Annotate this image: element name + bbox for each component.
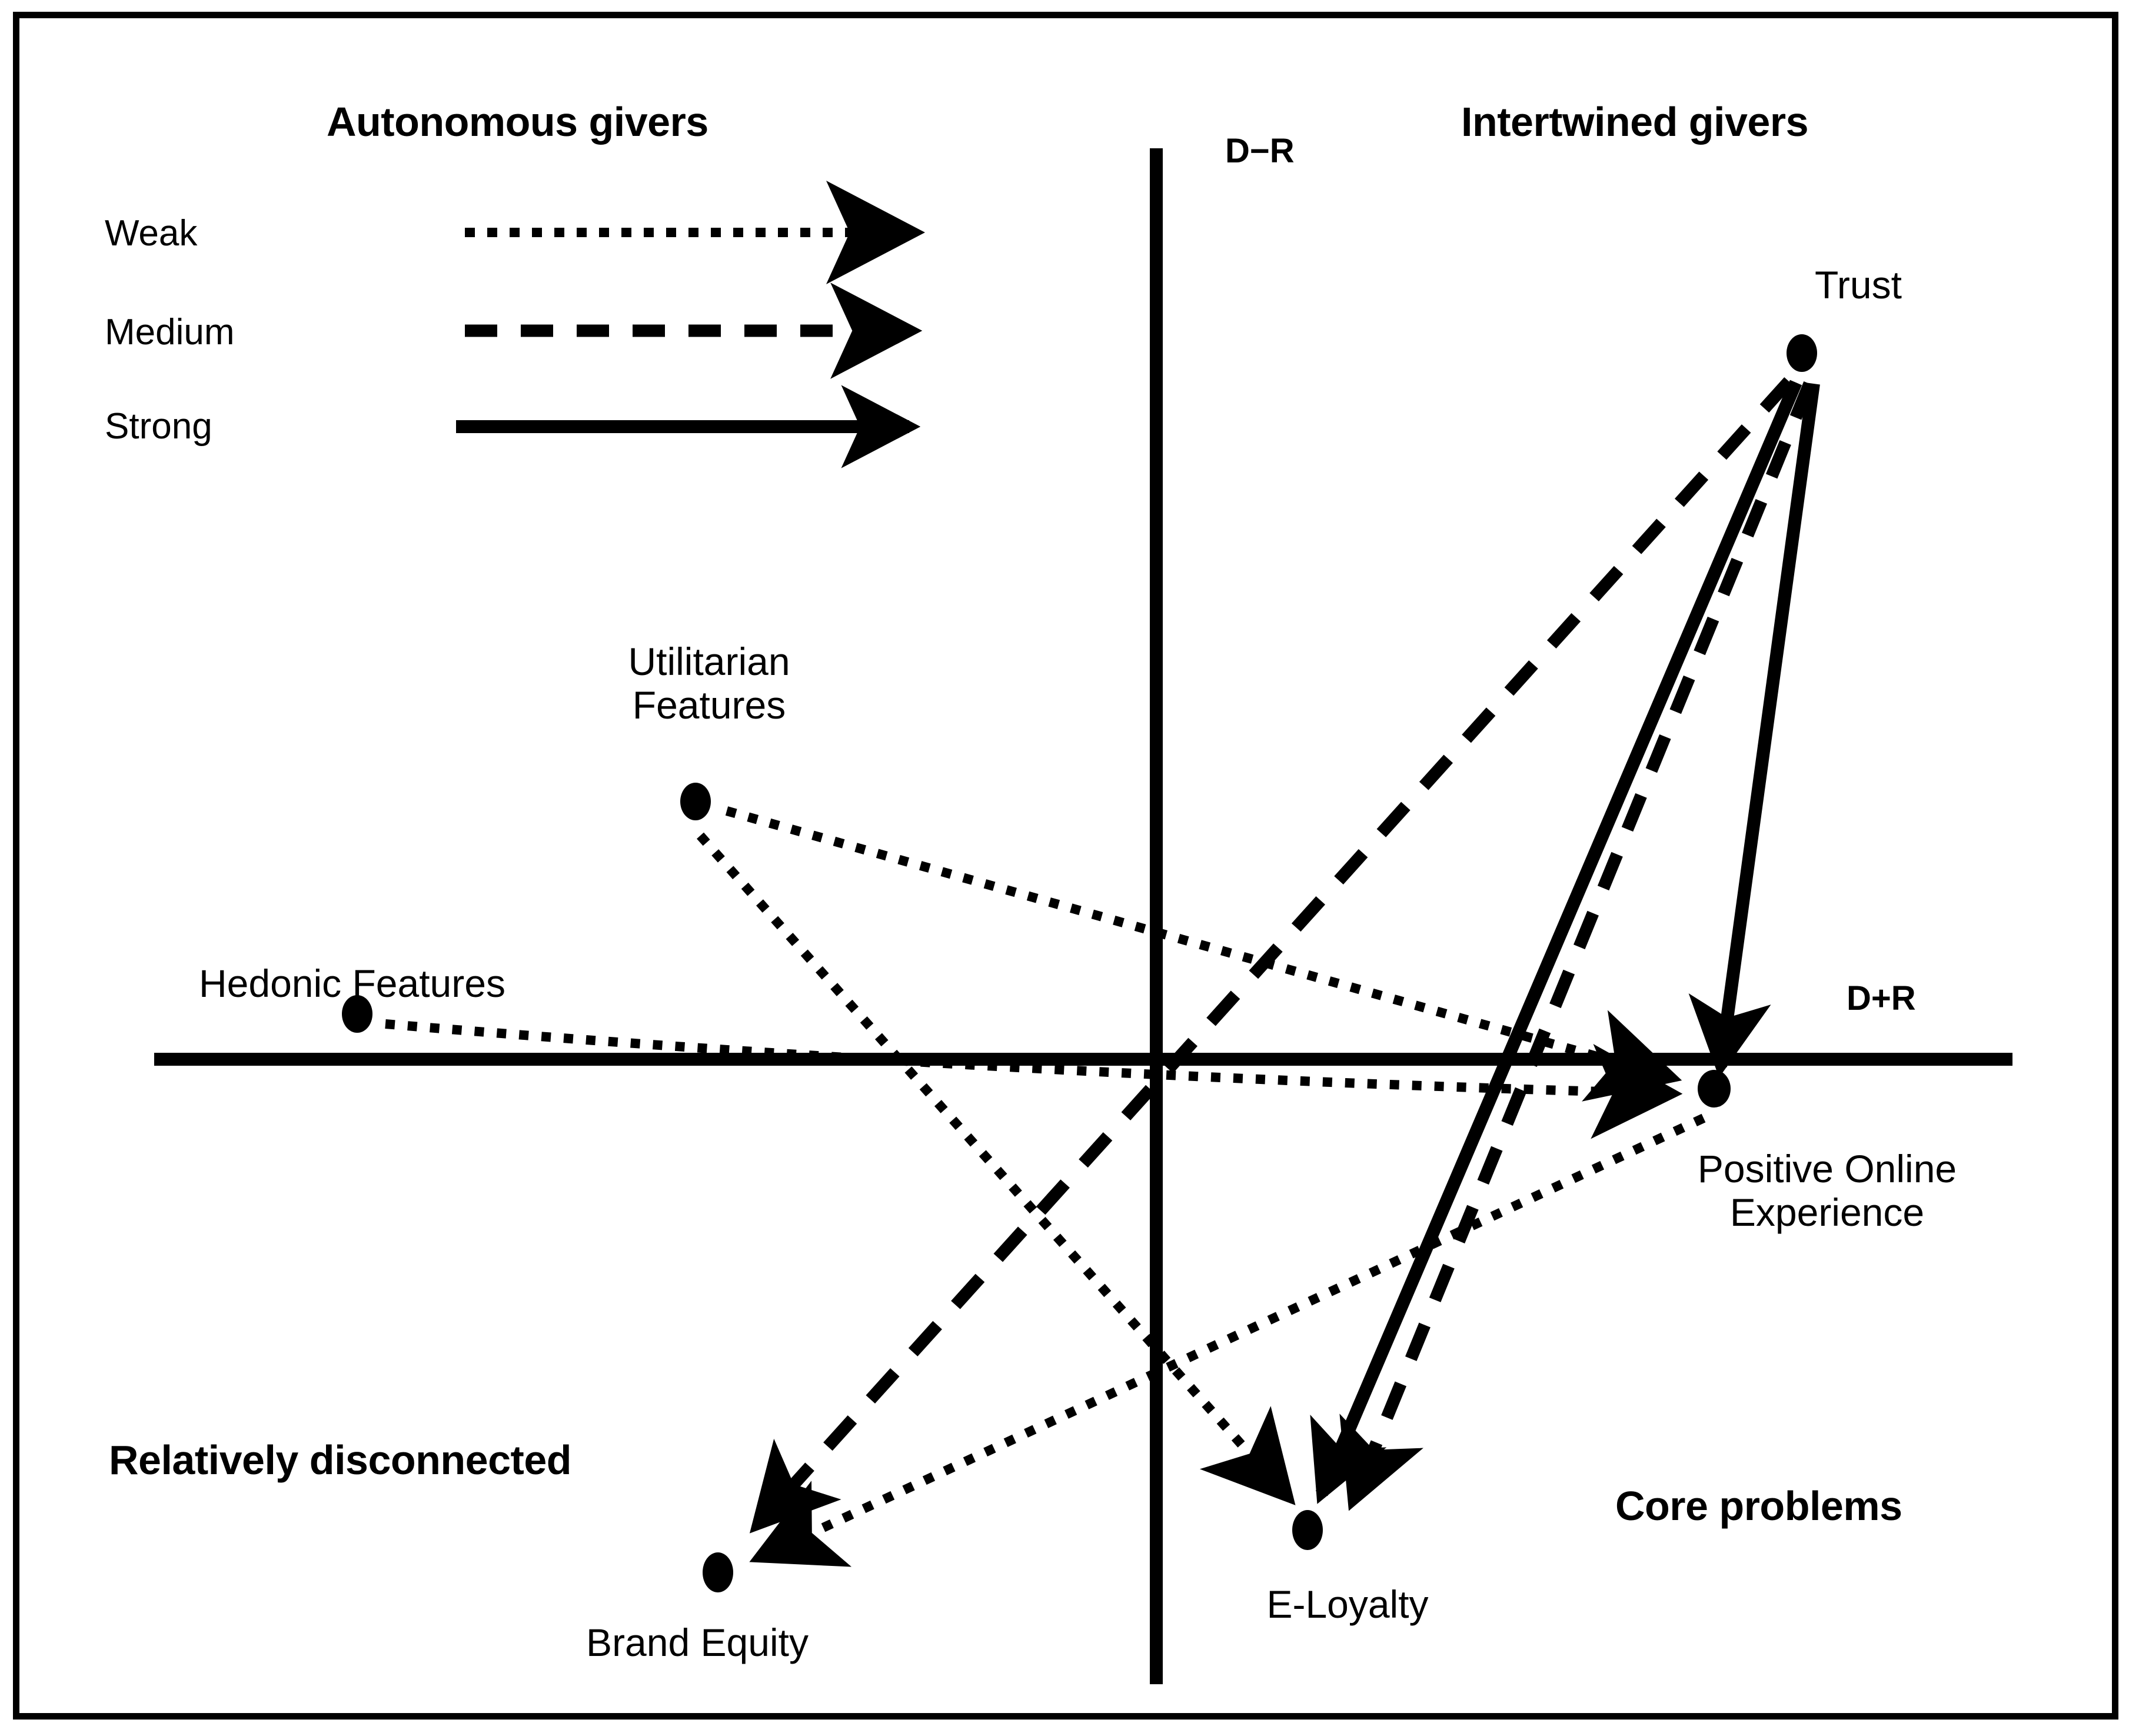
node-label-positive-online-line2: Experience xyxy=(1729,1190,1925,1234)
node-eloyalty-dot[interactable] xyxy=(1292,1510,1323,1550)
quadrant-label-bottom-right: Core problems xyxy=(1615,1483,1902,1529)
node-label-brand-equity: Brand Equity xyxy=(586,1621,809,1664)
legend-item-medium-label: Medium xyxy=(105,312,235,352)
quadrant-label-top-right: Intertwined givers xyxy=(1461,99,1809,145)
node-label-positive-online-experience: Positive Online Experience xyxy=(1697,1147,1957,1235)
axis-label-horizontal: D+R xyxy=(1847,979,1916,1017)
quadrant-label-bottom-left: Relatively disconnected xyxy=(109,1437,572,1483)
node-label-utilitarian-line1: Utilitarian xyxy=(628,640,790,683)
axis-label-vertical: D−R xyxy=(1225,132,1295,170)
edge-utilitarian-to-positive-online xyxy=(725,806,1682,1102)
legend-item-weak-label: Weak xyxy=(105,213,198,254)
figure-border xyxy=(13,12,2118,1720)
edge-trust-to-positive-online-strong xyxy=(1688,383,1820,1078)
nodes-group xyxy=(342,334,1817,1592)
edge-trust-to-eloyalty xyxy=(1339,381,1815,1511)
quadrant-label-top-left: Autonomous givers xyxy=(327,99,708,145)
node-label-hedonic-features: Hedonic Features xyxy=(199,962,505,1005)
node-brand-equity-dot[interactable] xyxy=(703,1552,733,1592)
edge-trust-to-eloyalty-strong xyxy=(1310,380,1802,1504)
legend-item-strong-label: Strong xyxy=(105,406,212,447)
node-label-eloyalty: E-Loyalty xyxy=(1266,1582,1429,1626)
edge-utilitarian-to-eloyalty xyxy=(697,832,1296,1505)
edges-group xyxy=(385,377,1820,1567)
node-trust-dot[interactable] xyxy=(1787,334,1817,372)
node-hedonic-dot[interactable] xyxy=(342,995,372,1033)
edge-trust-to-brand-equity xyxy=(749,377,1794,1534)
node-positive-online-dot[interactable] xyxy=(1698,1070,1731,1108)
node-label-utilitarian-features: Utilitarian Features xyxy=(628,640,790,727)
edge-hedonic-to-positive-online xyxy=(385,1019,1683,1139)
node-label-utilitarian-line2: Features xyxy=(632,683,786,727)
node-utilitarian-dot[interactable] xyxy=(680,783,711,820)
node-label-positive-online-line1: Positive Online xyxy=(1697,1147,1957,1190)
edge-positive-online-to-brand-equity xyxy=(749,1113,1706,1567)
legend-arrows xyxy=(456,181,925,468)
node-label-trust: Trust xyxy=(1815,263,1902,307)
